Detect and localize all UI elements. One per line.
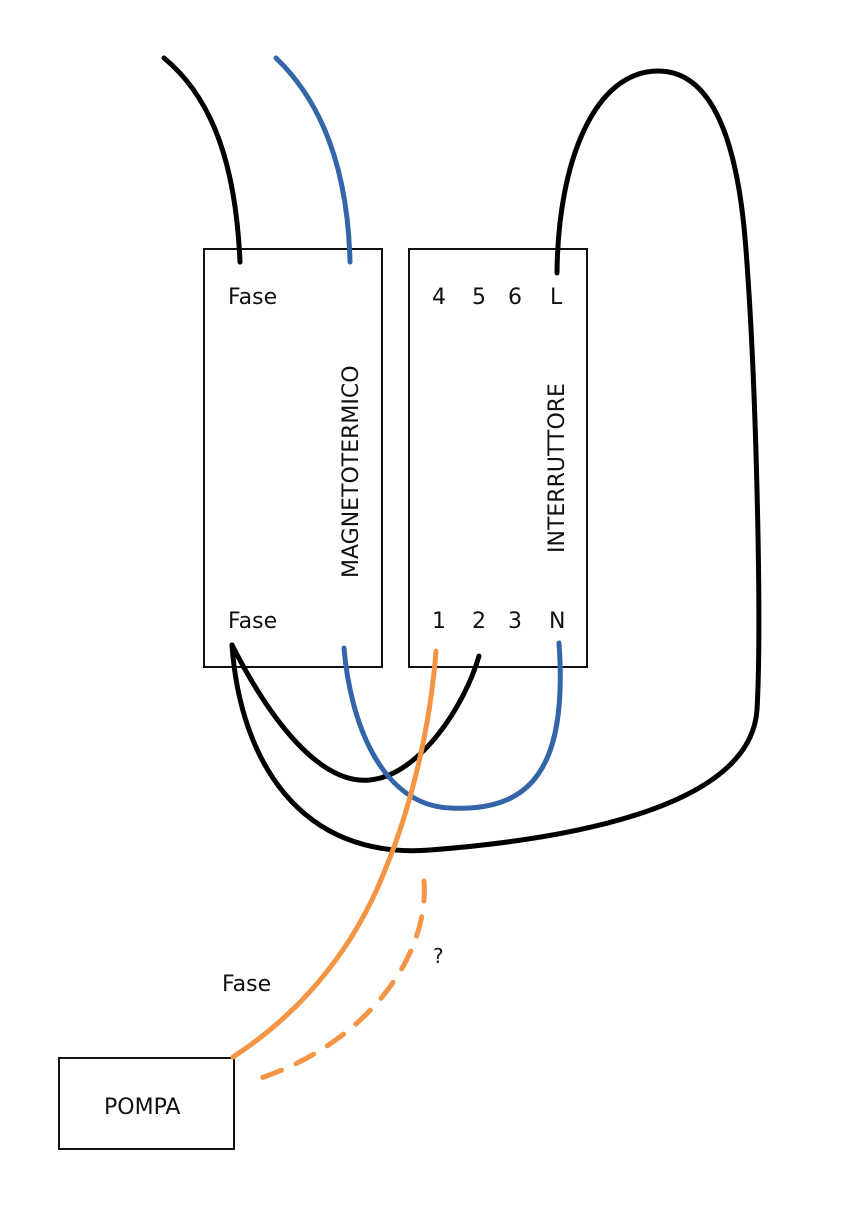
magnetotermico-bottom-terminal-label: Fase bbox=[228, 609, 277, 634]
pompa-label: POMPA bbox=[104, 1095, 180, 1120]
incoming-phase-wire bbox=[161, 55, 243, 265]
magnetotermico-title: MAGNETOTERMICO bbox=[339, 365, 364, 578]
l-terminal-loop-wire bbox=[229, 68, 762, 854]
magnetotermico-box bbox=[203, 248, 383, 668]
unknown-wire-label: ? bbox=[433, 944, 444, 968]
magnetotermico-top-terminal-label: Fase bbox=[228, 285, 277, 310]
pompa-box bbox=[58, 1057, 235, 1150]
interruttore-terminal-L: L bbox=[550, 285, 563, 310]
pompa-phase-wire bbox=[230, 648, 439, 1060]
interruttore-terminal-1: 1 bbox=[432, 609, 446, 634]
interruttore-terminal-2: 2 bbox=[472, 609, 486, 634]
pompa-unknown-wire bbox=[245, 878, 427, 1085]
interruttore-title: INTERRUTTORE bbox=[545, 383, 570, 553]
interruttore-box bbox=[408, 248, 588, 668]
interruttore-terminal-4: 4 bbox=[432, 285, 446, 310]
phase-wire-label: Fase bbox=[222, 972, 271, 997]
interruttore-terminal-3: 3 bbox=[508, 609, 522, 634]
incoming-neutral-wire bbox=[273, 55, 353, 265]
interruttore-terminal-N: N bbox=[549, 609, 565, 634]
phase-to-terminal-2-wire bbox=[229, 642, 482, 783]
neutral-to-terminal-n-wire bbox=[341, 640, 563, 811]
interruttore-terminal-6: 6 bbox=[508, 285, 522, 310]
interruttore-terminal-5: 5 bbox=[472, 285, 486, 310]
